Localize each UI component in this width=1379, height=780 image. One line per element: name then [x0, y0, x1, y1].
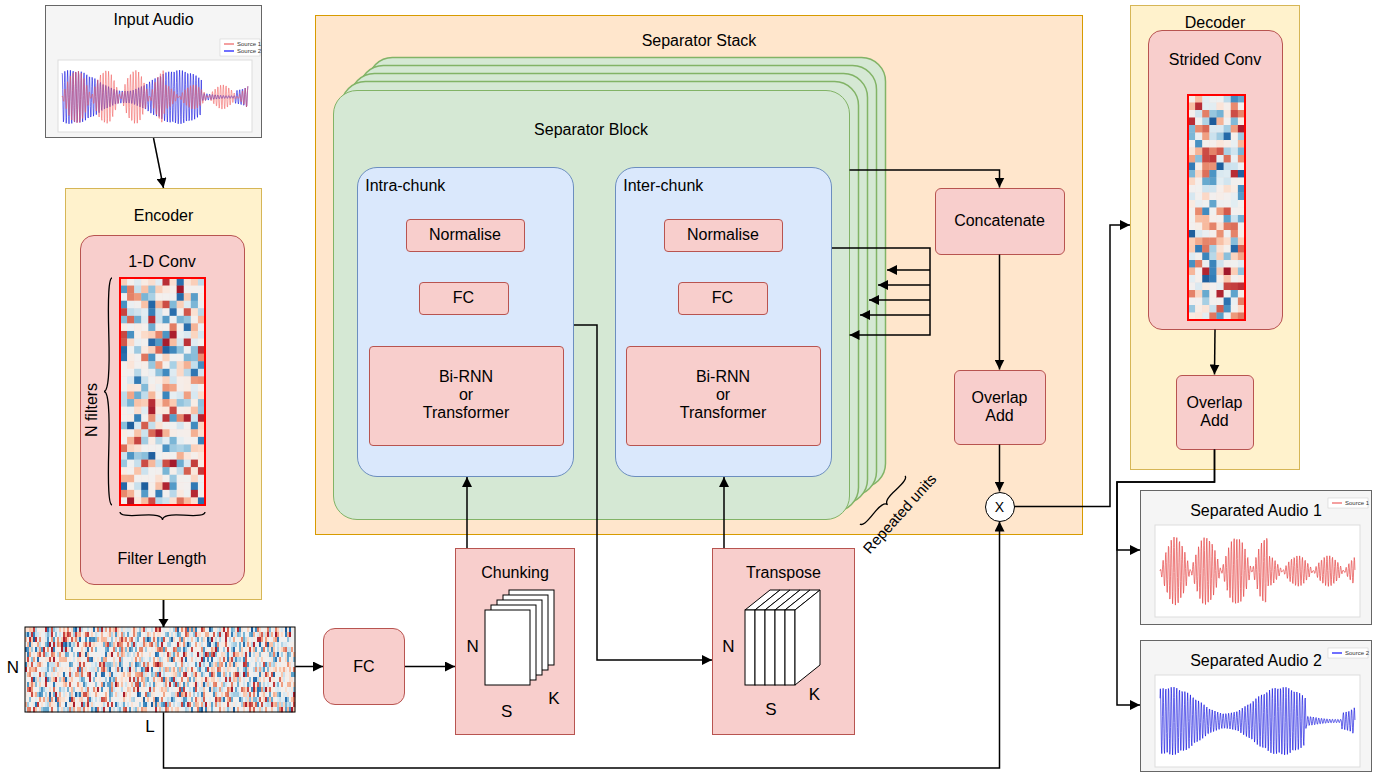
node-label: X [995, 498, 1004, 514]
intra-chunk-block: Intra-chunkNormaliseFC Bi-RNN or Transfor… [357, 167, 574, 477]
node-label: Input Audio [113, 11, 193, 29]
waveform [1160, 687, 1355, 755]
brace [104, 278, 112, 505]
brace [120, 512, 205, 520]
node-label: FC [453, 289, 474, 307]
waveform [62, 70, 248, 124]
axis-label: L [143, 718, 156, 737]
inter-chunk-block: Inter-chunkNormaliseFC Bi-RNN or Transfor… [615, 167, 832, 477]
legend-item: Source 1 [224, 40, 261, 48]
feedback-arrow [860, 314, 930, 316]
waveform [1160, 537, 1355, 605]
node-label: Separator Stack [642, 32, 757, 50]
node-label: S [765, 700, 776, 720]
concatenate-box: Concatenate [935, 188, 1065, 255]
legend-item: Source 2 [224, 47, 261, 55]
model-box: Bi-RNN or Transformer [369, 346, 564, 446]
node-label: FC [353, 657, 374, 675]
legend-item: Source 1 [1332, 499, 1369, 507]
node-label: Transpose [746, 564, 821, 582]
connector-arrow [850, 170, 1000, 188]
connector-arrow [466, 477, 468, 548]
node-label: 1-D Conv [128, 253, 196, 271]
multiply-node: X [985, 492, 1015, 522]
normalise-box: Normalise [406, 219, 525, 252]
connector-arrow [723, 477, 725, 548]
chunk-cube [485, 590, 554, 685]
node-label: N [722, 637, 734, 657]
fc-box: FC [419, 282, 509, 315]
node-label: N [466, 637, 478, 657]
legend-text: Source 2 [237, 48, 261, 54]
connector-arrow [999, 445, 1001, 492]
connector-arrow [154, 138, 164, 188]
node-label: Separator Block [534, 121, 648, 139]
node-label: Separated Audio 2 [1190, 651, 1322, 669]
arrowhead [159, 619, 169, 627]
feedback-arrow [878, 284, 930, 286]
separator-block: Separator BlockIntra-chunkNormaliseFC Bi-… [333, 90, 850, 520]
node-label: Bi-RNN or Transformer [668, 368, 778, 423]
overlap-add-box: Overlap Add [954, 370, 1046, 445]
connector-arrow [999, 255, 1001, 370]
filter-heatmap [1188, 95, 1245, 320]
node-label: FC [712, 289, 733, 307]
node-label: K [809, 685, 820, 705]
node-label: Strided Conv [1169, 51, 1262, 69]
node-label: Bi-RNN or Transformer [411, 368, 521, 423]
node-label: Overlap Add [962, 389, 1038, 426]
legend-line [224, 48, 234, 54]
separator-stack: Separator StackSeparator BlockIntra-chun… [315, 15, 1083, 535]
legend-line [1332, 500, 1342, 506]
plot-frame [58, 60, 252, 132]
normalise-box: Normalise [664, 219, 783, 252]
overlap-add-box: Overlap Add [1176, 375, 1254, 450]
legend-text: Source 1 [1345, 500, 1369, 506]
fc-box: FC [678, 282, 768, 315]
filter-heatmap [120, 278, 205, 505]
axis-label: N [7, 659, 19, 678]
node-label: Decoder [1185, 14, 1245, 32]
connector-arrow [164, 522, 1000, 769]
node-label: S [501, 702, 512, 722]
legend-item: Source 2 [1332, 649, 1369, 657]
node-label: Overlap Add [1182, 394, 1248, 431]
node-label: K [548, 689, 559, 709]
model-box: Bi-RNN or Transformer [626, 346, 821, 446]
connector-arrow [1015, 225, 1131, 507]
node-label: Concatenate [954, 212, 1045, 230]
node-label: N filters [83, 382, 101, 436]
node-label: Intra-chunk [365, 177, 445, 195]
legend-line [1332, 650, 1342, 656]
connector-arrow [405, 666, 455, 668]
node-label: Normalise [429, 226, 501, 244]
feedback-arrow [869, 299, 930, 301]
waveform [62, 70, 248, 123]
connector-arrow [1214, 330, 1216, 375]
connector-arrow [574, 325, 712, 660]
legend-text: Source 1 [237, 41, 261, 47]
node-label: Inter-chunk [623, 177, 703, 195]
node-label: Filter Length [118, 550, 207, 568]
node-label: Separated Audio 1 [1190, 502, 1322, 520]
legend-text: Source 2 [1345, 650, 1369, 656]
transpose-cube [745, 590, 820, 685]
connector-arrow [832, 248, 930, 335]
encoded-matrix [25, 627, 295, 712]
node-label: Encoder [134, 206, 194, 224]
plot-frame [1155, 525, 1360, 617]
feedback-arrow [887, 269, 930, 271]
node-label: Normalise [687, 226, 759, 244]
connector-arrow [164, 600, 324, 667]
legend-line [224, 41, 234, 47]
node-label: Chunking [481, 564, 549, 582]
plot-frame [1155, 675, 1360, 767]
fc-box: FC [323, 628, 405, 705]
